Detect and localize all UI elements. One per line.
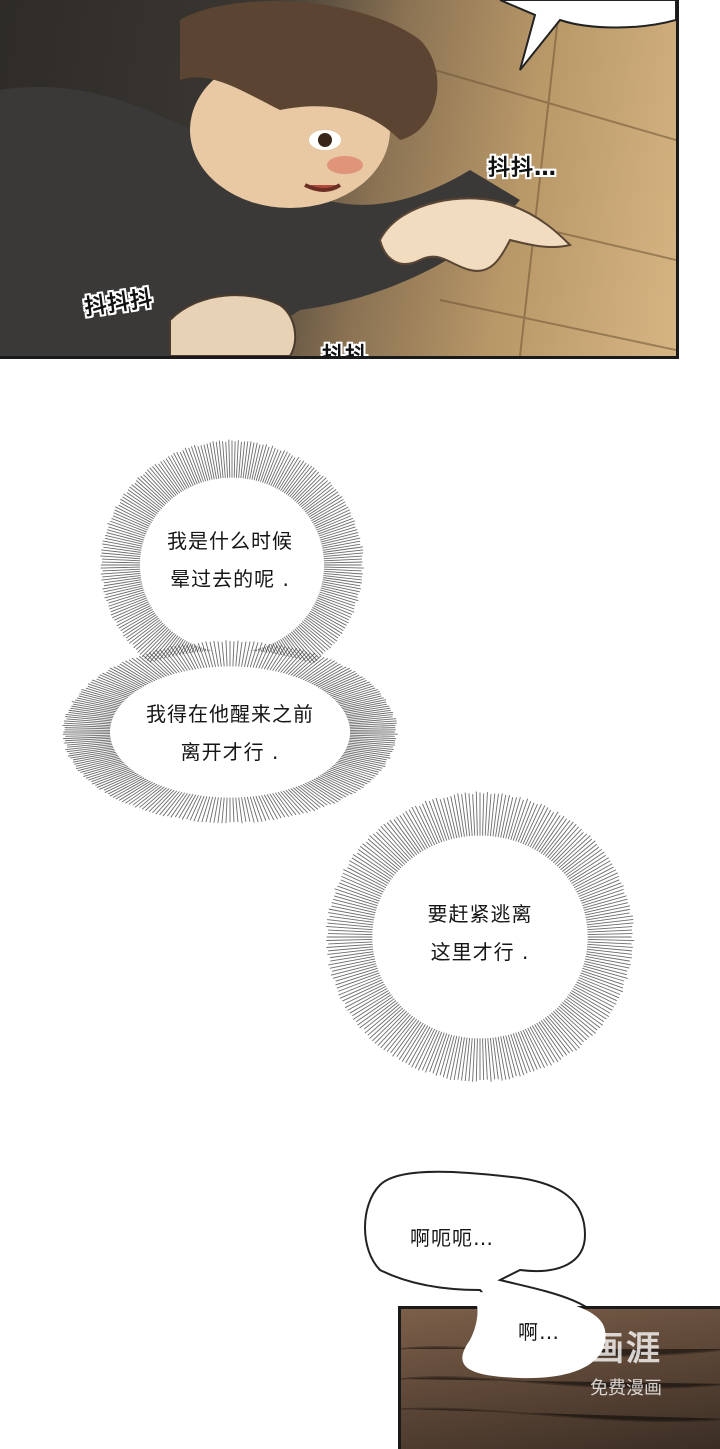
thought-bubble-3 bbox=[325, 791, 635, 1082]
thought-2-line-2: 离开才行 . bbox=[180, 740, 280, 764]
watermark: 画涯 免费漫画 bbox=[561, 1321, 691, 1400]
thought-text-1: 我是什么时候 晕过去的呢 . bbox=[120, 522, 340, 598]
panel-artwork bbox=[0, 0, 676, 356]
sfx-shake-1: 抖抖… bbox=[488, 156, 558, 181]
sfx-shake-3: 抖抖… bbox=[322, 344, 392, 359]
thought-bubble-2 bbox=[62, 640, 398, 824]
thought-bubble-1 bbox=[100, 439, 364, 690]
watermark-caption: 免费漫画 bbox=[590, 1378, 662, 1399]
speech-text-1: 啊呃呃… bbox=[410, 1226, 494, 1250]
speech-text-2: 啊… bbox=[518, 1320, 560, 1344]
comic-panel-top: 抖抖… 抖抖抖 抖抖… bbox=[0, 0, 679, 359]
thought-3-line-1: 要赶紧逃离 bbox=[427, 902, 533, 926]
thought-2-line-1: 我得在他醒来之前 bbox=[146, 702, 314, 726]
thought-1-line-1: 我是什么时候 bbox=[167, 529, 293, 553]
thought-1-line-2: 晕过去的呢 . bbox=[170, 567, 290, 591]
panel-bottom-artwork bbox=[401, 1346, 720, 1423]
thought-text-2: 我得在他醒来之前 离开才行 . bbox=[90, 695, 370, 771]
thought-3-line-2: 这里才行 . bbox=[430, 940, 530, 964]
thought-text-3: 要赶紧逃离 这里才行 . bbox=[380, 895, 580, 971]
watermark-logo: 画涯 bbox=[590, 1329, 662, 1369]
